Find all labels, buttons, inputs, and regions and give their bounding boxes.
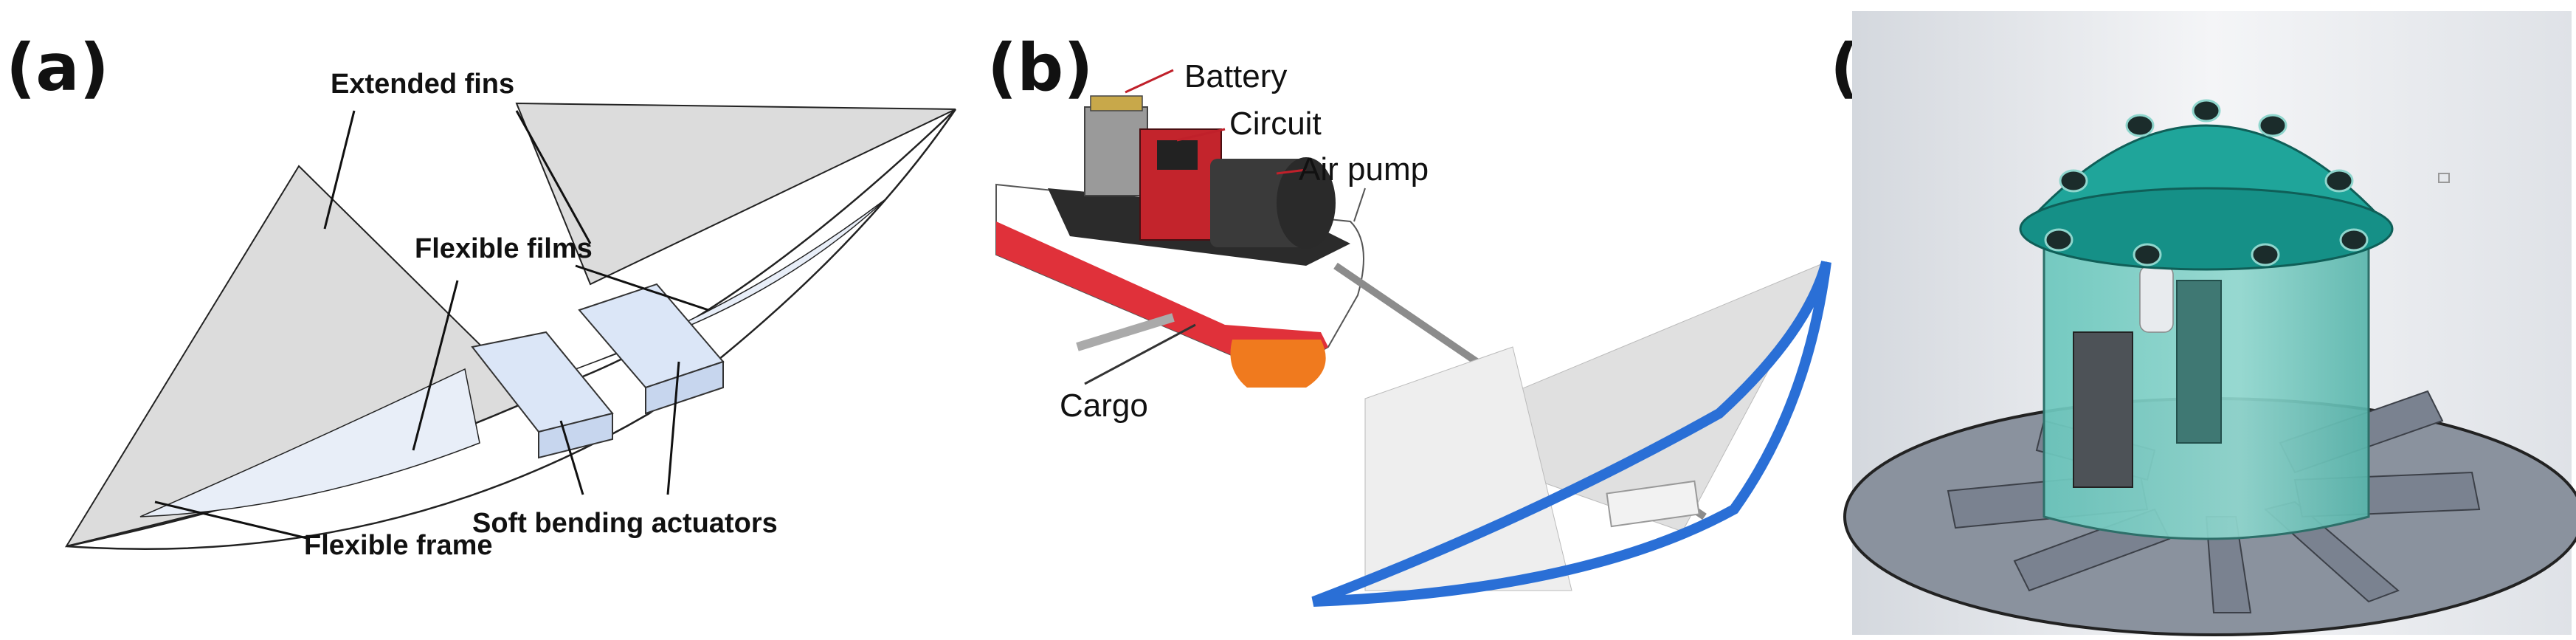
leader-air-pump [1276, 168, 1307, 175]
viewport-mark [2438, 173, 2450, 183]
callout-battery: Battery [1184, 58, 1288, 94]
flexible-film-left [139, 368, 480, 517]
panel-b-label: (b) [987, 30, 1094, 106]
soft-bending-actuator-1 [471, 331, 614, 459]
cargo-rod [1076, 313, 1175, 351]
panel-c: (c) [1823, 0, 2576, 640]
panel-a: (a) [0, 0, 974, 640]
internal-battery [2073, 331, 2133, 488]
internal-bottle [2139, 265, 2174, 333]
dome-holes [2044, 99, 2369, 266]
battery [1084, 95, 1148, 196]
leader-battery [1125, 69, 1174, 94]
leader-circuit [1176, 128, 1226, 142]
leader-flexible-films-1 [412, 280, 459, 451]
leader-actuators-1 [559, 420, 584, 495]
dome-rim [2019, 187, 2394, 271]
callout-flexible-films: Flexible films [415, 233, 593, 264]
callout-soft-bending-actuators: Soft bending actuators [472, 508, 778, 539]
leader-air-pump-2 [1353, 187, 1366, 222]
callout-extended-fins: Extended fins [331, 69, 515, 100]
leader-flexible-films-2 [575, 264, 709, 312]
fin-small [1364, 346, 1572, 591]
panel-b: (b) [981, 0, 1852, 640]
soft-bending-actuator-2 [578, 283, 725, 415]
panel-b-drawing [995, 69, 1831, 607]
right-extended-fin [515, 102, 956, 286]
callout-circuit: Circuit [1229, 106, 1322, 142]
internal-pump [2176, 280, 2222, 444]
panel-c-drawing [1843, 11, 2576, 636]
callout-cargo: Cargo [1060, 388, 1148, 424]
leader-cargo [1084, 323, 1196, 385]
leader-extended-fins-2 [515, 110, 592, 244]
callout-air-pump: Air pump [1299, 151, 1429, 187]
circuit-chip [1157, 140, 1198, 170]
air-pump [1210, 157, 1336, 249]
leader-flexible-frame [154, 500, 311, 540]
blue-frame [1311, 261, 1831, 607]
actuator-block [1606, 480, 1700, 528]
panel-a-drawing [64, 102, 957, 550]
panel-a-label: (a) [6, 30, 109, 106]
leader-actuators-2 [666, 361, 680, 495]
callout-flexible-frame: Flexible frame [304, 530, 493, 561]
leader-extended-fins-1 [323, 110, 356, 230]
